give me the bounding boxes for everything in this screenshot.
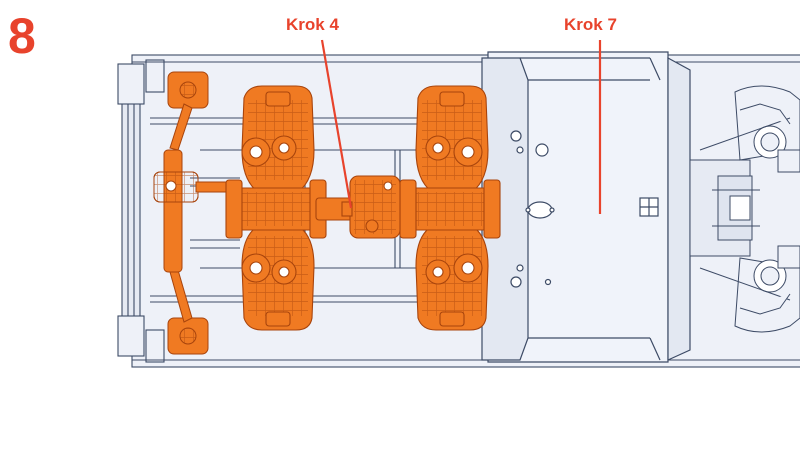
linkage-assembly bbox=[153, 71, 231, 355]
step-number: 8 bbox=[8, 8, 36, 64]
ghost-bogie-right bbox=[689, 85, 800, 333]
wheelset-1 bbox=[225, 85, 327, 331]
wheelset-2 bbox=[399, 85, 501, 331]
drive-shaft-krok4 bbox=[315, 175, 401, 239]
callout-label-krok7: Krok 7 bbox=[564, 15, 617, 34]
frame-block-krok7 bbox=[481, 51, 691, 363]
callout-lines bbox=[320, 39, 602, 214]
callout-label-krok4: Krok 4 bbox=[286, 15, 339, 34]
callout-line-krok4 bbox=[320, 39, 353, 209]
